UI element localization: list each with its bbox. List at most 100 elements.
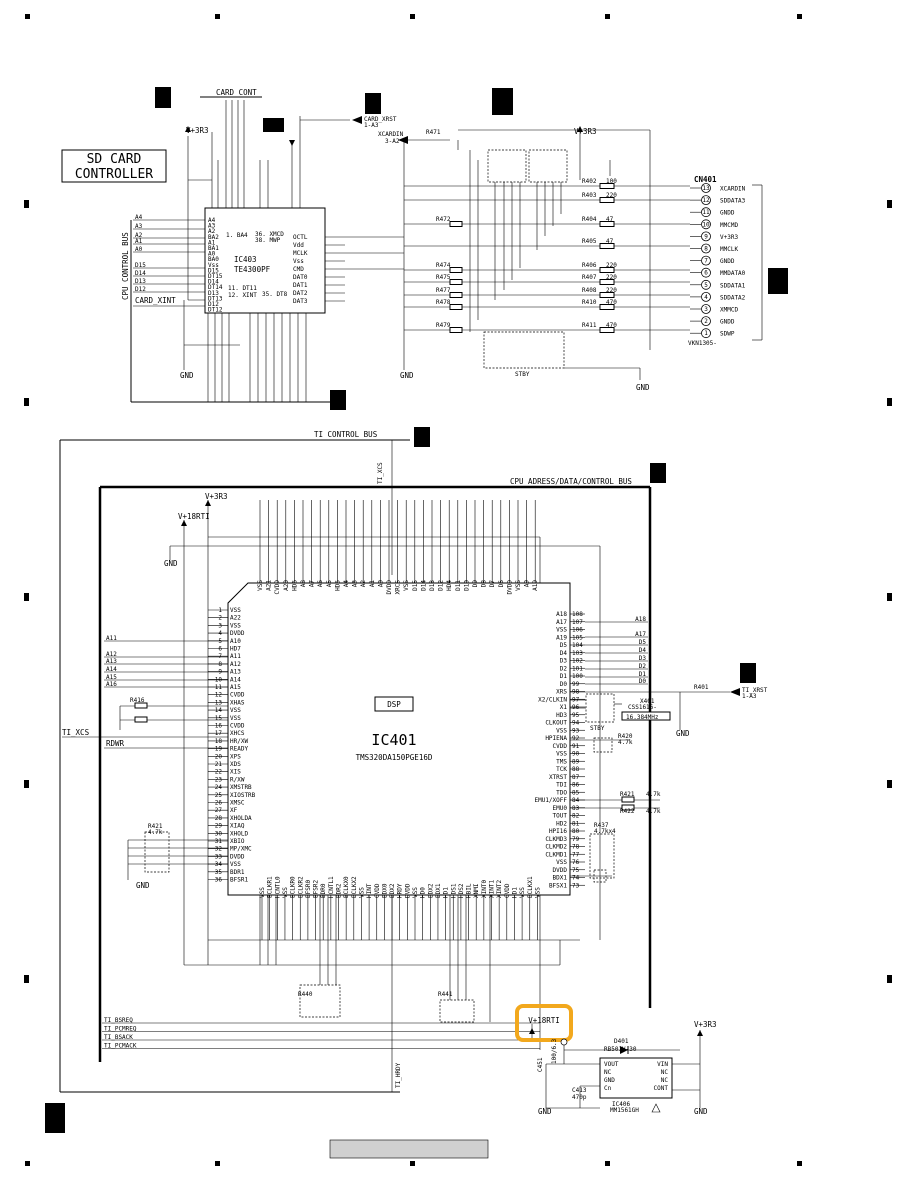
top-stby-label: STBY xyxy=(515,371,530,378)
ic403-pin-left: DT15 xyxy=(208,273,223,280)
ic401-right-pin-number: 87 xyxy=(572,774,580,781)
r471-label: R471 xyxy=(426,129,441,136)
resistor-ref: R477 xyxy=(436,287,451,294)
ic401-left-pin-number: 31 xyxy=(215,838,223,845)
ic401-body xyxy=(227,582,571,896)
dsp-bottom-passives xyxy=(259,895,491,1023)
ic401-left-pin: A15 xyxy=(230,684,241,691)
ic401-bottom-pin: DVDD xyxy=(404,883,411,898)
ic401-left-pin: BDR1 xyxy=(230,869,245,876)
cn401-pin-number: 10 xyxy=(702,221,710,228)
ic401-right-pin: D5 xyxy=(560,642,568,649)
ic403-pin-left: DT13 xyxy=(208,295,223,302)
ic401-left-pin-number: 12 xyxy=(215,692,223,699)
ic401-left-pin-number: 8 xyxy=(218,661,222,668)
ic401-left-pin: XHAS xyxy=(230,699,245,706)
ic401-left-pin-number: 17 xyxy=(215,730,223,737)
ic401-left-pin: XHOLD xyxy=(230,830,248,837)
dsp-left-net: A14 xyxy=(106,666,117,673)
ic401-right-pin-number: 89 xyxy=(572,758,580,765)
c413-val: 470p xyxy=(572,1094,587,1101)
ic401-top-pin: DVDD xyxy=(506,580,513,595)
cn401-pin-number: 2 xyxy=(704,318,708,325)
ic401-right-pin: TMS xyxy=(556,758,567,765)
ic401-left-pin-number: 15 xyxy=(215,715,223,722)
resistor-ref: R410 xyxy=(582,299,597,306)
ic401-right-pin: DVDD xyxy=(553,867,568,874)
ic403-pin-right: OCTL xyxy=(293,234,308,241)
ic401-right-pin-number: 100 xyxy=(572,673,583,680)
resistor-val: 220 xyxy=(606,192,617,199)
ic401-bottom-pin: CVDD xyxy=(374,883,381,898)
cn401-pin-number: 1 xyxy=(704,330,708,337)
ic401-right-pin-number: 103 xyxy=(572,650,583,657)
x401-freq: 16.384MHz xyxy=(626,714,659,721)
top-gnd-1: GND xyxy=(400,371,414,380)
ic401-bottom-pin: BCLKX1 xyxy=(527,876,534,898)
ic401-bottom-pin: BCLKR1 xyxy=(267,876,274,898)
ic401-right-pin-number: 76 xyxy=(572,859,580,866)
ic401-bottom-pin: BCLKX2 xyxy=(351,876,358,898)
ic406-left-pin: VOUT xyxy=(604,1061,619,1068)
ic401-left-pin: XF xyxy=(230,807,238,814)
ic401-bottom-pin: BCLKX0 xyxy=(343,876,350,898)
ic403-bottom-wires xyxy=(183,300,307,402)
ic403-net: D12 xyxy=(135,286,146,293)
ic401-bottom-pin: BCLKR2 xyxy=(297,876,304,898)
ic401-top-pin: HD5 xyxy=(334,580,341,591)
ic403-pin-left: A4 xyxy=(208,217,216,224)
r438-label: R421 xyxy=(148,823,163,830)
ic401-right-pin: X2/CLKIN xyxy=(538,696,567,703)
ic401-bottom-pin: HD0 xyxy=(420,887,427,898)
resistor-ref: R408 xyxy=(582,287,597,294)
ic401-left-pin: XPS xyxy=(230,753,241,760)
ic403-pin-left: D13 xyxy=(208,290,219,297)
ic401-right-pin-number: 77 xyxy=(572,851,580,858)
ic401-left-pin-number: 30 xyxy=(215,830,223,837)
ti-xrst-ref: 1-A3 xyxy=(742,693,757,700)
r401-label: R401 xyxy=(694,684,709,691)
ic401-left-pin: READY xyxy=(230,746,248,753)
ic401-bottom-pin: XINT0 xyxy=(481,880,488,898)
ic401-bottom-pin: HCNTL1 xyxy=(328,876,335,898)
ic401-right-pin-number: 102 xyxy=(572,658,583,665)
ic406-left-pin: GND xyxy=(604,1077,615,1084)
ic403-pin-left: D15 xyxy=(208,267,219,274)
ic401-right-pin: BFSX1 xyxy=(549,882,567,889)
ic401-left-pin: A12 xyxy=(230,661,241,668)
ic403-vr3r3-label: V+3R3 xyxy=(186,126,209,135)
ic401-top-pin: A2 xyxy=(360,580,367,588)
ic403-net: A0 xyxy=(135,246,143,253)
ic401-left-pin: DVDD xyxy=(230,853,245,860)
resistor-ref: R407 xyxy=(582,274,597,281)
sd-controller-title-box xyxy=(61,149,167,183)
ic403-pin-right: MCLK xyxy=(293,250,308,257)
c451-val: 100/6.3 xyxy=(551,1038,558,1064)
ic403-ref: IC403 xyxy=(234,255,257,264)
cn401-pin-number: 8 xyxy=(704,246,708,253)
ic401-right-pin: A18 xyxy=(556,611,567,618)
ic401-top-pin: D8 xyxy=(481,580,488,588)
ic403-net: A3 xyxy=(135,223,143,230)
ic401-right-pin-number: 92 xyxy=(572,735,580,742)
ic401-left-pin-number: 36 xyxy=(215,877,223,884)
ic401-top-pin: D14 xyxy=(420,580,427,591)
ic401-left-pin: HD7 xyxy=(230,646,241,653)
ic401-top-pin: A5 xyxy=(326,580,333,588)
ic401-left-pin: R/XW xyxy=(230,776,245,783)
resistor-ref: R411 xyxy=(582,322,597,329)
ic401-right-pin-number: 79 xyxy=(572,836,580,843)
r421-val: 4.7k xyxy=(646,791,661,798)
ic401-right-pin: CLKOUT xyxy=(545,720,567,727)
dsp-right-net: D0 xyxy=(639,678,647,685)
resistor-val: 470 xyxy=(606,322,617,329)
ic401-right-pin: CLKMD3 xyxy=(545,836,567,843)
ic401-left-pin-number: 11 xyxy=(215,684,223,691)
ic401-left-pin-number: 29 xyxy=(215,823,223,830)
ic401-top-pin: D9 xyxy=(472,580,479,588)
ic401-left-pin: CVDD xyxy=(230,723,245,730)
ic401-left-pin-number: 26 xyxy=(215,800,223,807)
